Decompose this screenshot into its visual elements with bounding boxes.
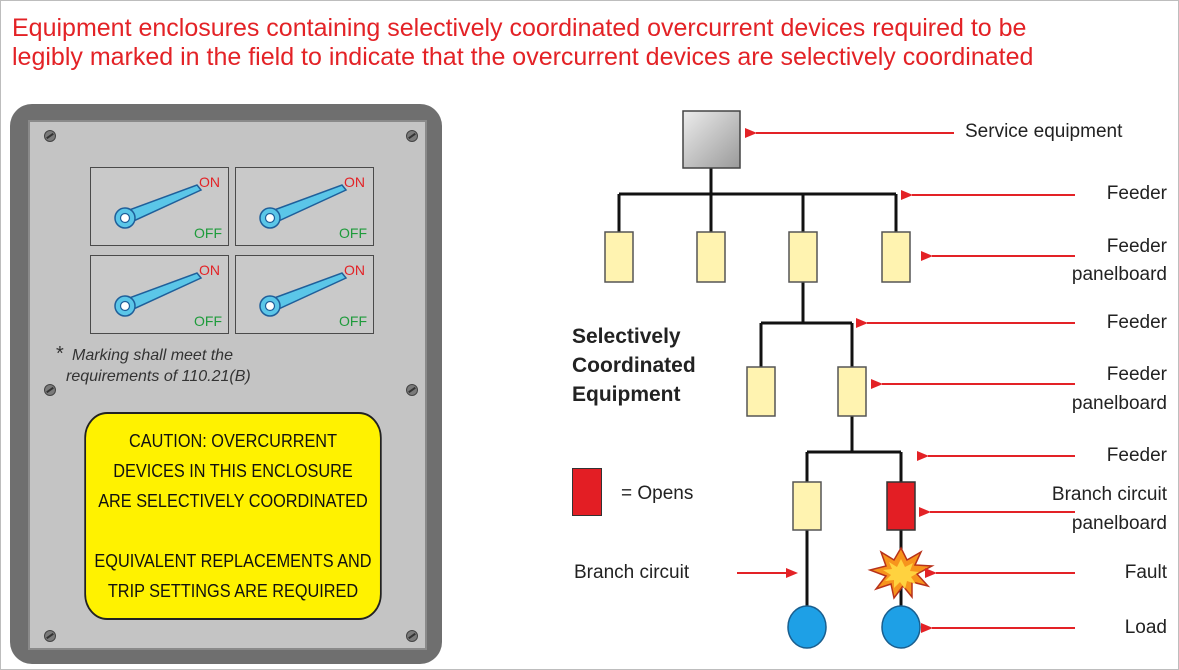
- label-feeder-panelboard-b: panelboard: [1071, 393, 1167, 414]
- breaker-1: ON OFF: [90, 167, 229, 246]
- breaker-3: ON OFF: [90, 255, 229, 334]
- breaker-handle-icon: [259, 272, 348, 317]
- on-label: ON: [344, 262, 365, 278]
- label-fault: Fault: [1124, 562, 1167, 583]
- sel-title-line: Coordinated: [572, 354, 696, 377]
- caution-line: TRIP SETTINGS ARE REQUIRED: [107, 580, 359, 601]
- callout-arrows: [737, 128, 1075, 633]
- branch-panelboard: [792, 481, 822, 531]
- feeder-panelboard: [696, 231, 726, 283]
- on-label: ON: [199, 174, 220, 190]
- label-feeder-panelboard-a: Feeder: [1106, 364, 1167, 385]
- load-circle: [881, 605, 921, 649]
- label-service-equipment: Service equipment: [965, 121, 1123, 142]
- screw-icon: [44, 130, 56, 142]
- label-branch-panelboard-a: Branch circuit: [1051, 484, 1167, 505]
- label-feeder: Feeder: [1106, 183, 1167, 204]
- note-line-2: requirements of 110.21(B): [66, 368, 251, 385]
- label-feeder-panelboard-b: panelboard: [1071, 264, 1167, 285]
- off-label: OFF: [339, 225, 367, 241]
- feeder-panelboard: [837, 366, 867, 417]
- breaker-handle-icon: [114, 272, 203, 317]
- on-label: ON: [199, 262, 220, 278]
- breaker-handle-icon: [259, 184, 348, 229]
- feeder-panelboard: [746, 366, 776, 417]
- title-line-2: legibly marked in the field to indicate …: [12, 43, 1034, 71]
- label-feeder-panelboard-a: Feeder: [1106, 236, 1167, 257]
- feeder-panelboard: [788, 231, 818, 283]
- label-branch-panelboard-b: panelboard: [1071, 513, 1167, 534]
- feeder-panelboard: [604, 231, 634, 283]
- load-circle: [787, 605, 827, 649]
- figure-title: Equipment enclosures containing selectiv…: [12, 14, 1172, 72]
- selectively-coordinated-title: Selectively Coordinated Equipment: [572, 322, 696, 409]
- legend-opens-swatch: [572, 468, 602, 516]
- screw-icon: [406, 384, 418, 396]
- label-load: Load: [1124, 617, 1167, 638]
- caution-line: DEVICES IN THIS ENCLOSURE: [113, 460, 353, 481]
- off-label: OFF: [194, 313, 222, 329]
- feeder-panelboard: [881, 231, 911, 283]
- screw-icon: [44, 630, 56, 642]
- breaker-handle-icon: [114, 184, 203, 229]
- note-line-1: Marking shall meet the: [72, 347, 233, 364]
- note-asterisk: *: [56, 343, 64, 365]
- opened-branch-panelboard: [886, 481, 916, 531]
- sel-title-line: Equipment: [572, 383, 681, 406]
- label-feeder: Feeder: [1106, 312, 1167, 333]
- service-equipment-box: [682, 110, 741, 169]
- caution-line: ARE SELECTIVELY COORDINATED: [98, 490, 368, 511]
- breaker-4: ON OFF: [235, 255, 374, 334]
- legend-opens-text: = Opens: [621, 483, 694, 504]
- caution-line: EQUIVALENT REPLACEMENTS AND: [94, 550, 372, 571]
- on-label: ON: [344, 174, 365, 190]
- fault-burst-icon: [867, 546, 935, 600]
- sel-title-line: Selectively: [572, 325, 681, 348]
- title-line-1: Equipment enclosures containing selectiv…: [12, 14, 1027, 42]
- screw-icon: [406, 630, 418, 642]
- off-label: OFF: [339, 313, 367, 329]
- off-label: OFF: [194, 225, 222, 241]
- caution-line: CAUTION: OVERCURRENT: [128, 430, 338, 451]
- wiring: [617, 168, 903, 607]
- caution-label: CAUTION: OVERCURRENT DEVICES IN THIS ENC…: [84, 412, 382, 620]
- screw-icon: [406, 130, 418, 142]
- label-branch-circuit: Branch circuit: [574, 562, 690, 583]
- screw-icon: [44, 384, 56, 396]
- label-feeder: Feeder: [1106, 445, 1167, 466]
- breaker-2: ON OFF: [235, 167, 374, 246]
